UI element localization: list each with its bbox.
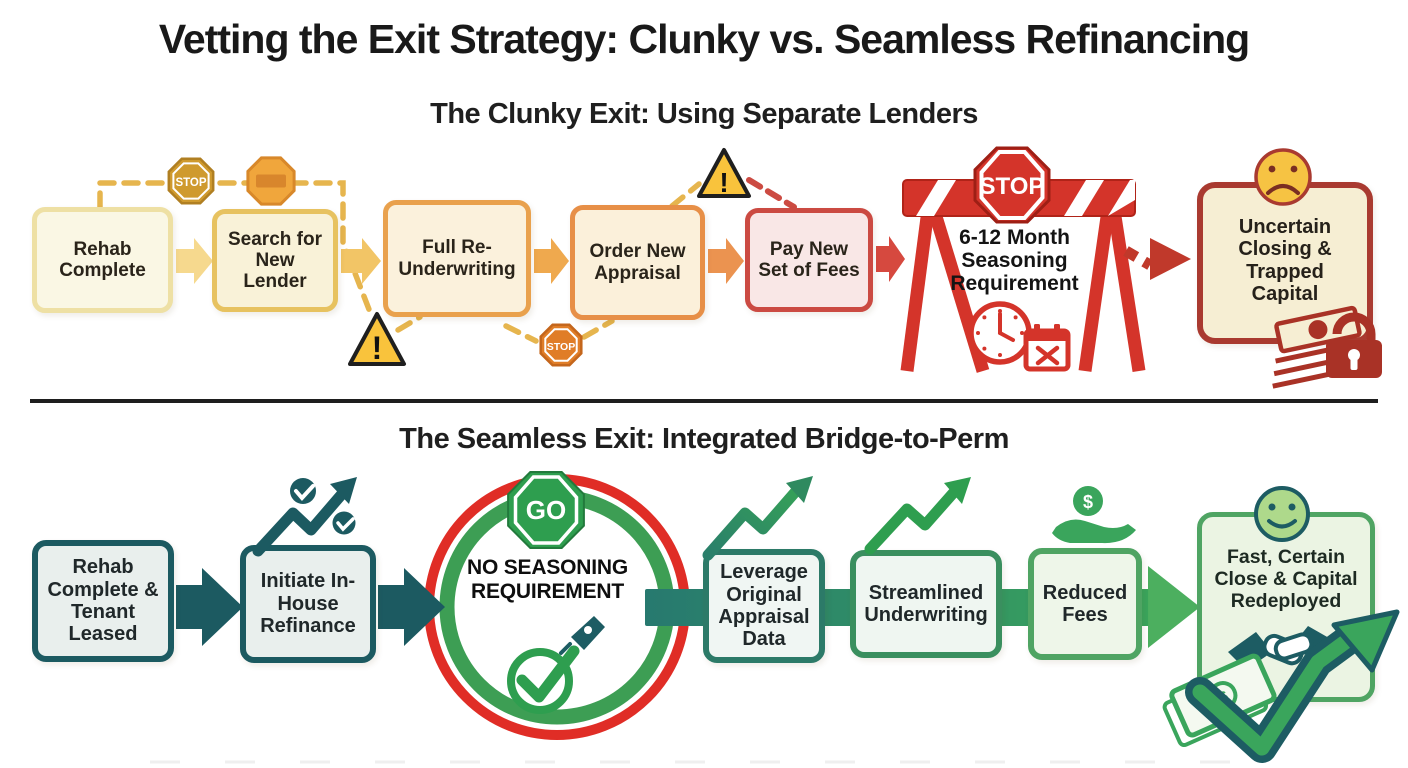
clunky-step-order-new-appraisal: Order New Appraisal — [570, 205, 705, 320]
clunky-dashed-red-segment — [746, 177, 797, 210]
clunky-section-title: The Clunky Exit: Using Separate Lenders — [430, 98, 978, 130]
warning-triangle-icon: ! — [348, 312, 406, 366]
page-title: Vetting the Exit Strategy: Clunky vs. Se… — [158, 16, 1250, 62]
clunky-step-pay-new-fees: Pay New Set of Fees — [745, 208, 873, 312]
no-seasoning-hub-label: NO SEASONING REQUIREMENT — [467, 556, 628, 603]
check-rocket-icon — [507, 616, 605, 714]
svg-text:$: $ — [1083, 492, 1093, 512]
no-entry-sign-icon — [246, 156, 296, 206]
clunky-step-rehab-complete: Rehab Complete — [32, 207, 173, 313]
svg-text:STOP: STOP — [980, 173, 1045, 200]
svg-text:!: ! — [372, 330, 383, 366]
seasoning-barrier-label: 6-12 Month Seasoning Requirement — [950, 226, 1079, 296]
clunky-outcome-box: Uncertain Closing & Trapped Capital — [1197, 182, 1373, 344]
seamless-outcome-box: Fast, Certain Close & Capital Redeployed — [1197, 512, 1375, 702]
section-divider — [30, 399, 1378, 403]
stop-sign-orange-icon: STOP — [539, 323, 583, 367]
seamless-step-rehab-tenant: Rehab Complete & Tenant Leased — [32, 540, 174, 662]
go-sign-icon: GO — [507, 471, 585, 549]
hand-dollar-icon: $ — [1052, 486, 1136, 544]
stop-sign-barrier-icon: STOP — [973, 146, 1051, 224]
svg-text:STOP: STOP — [175, 177, 206, 189]
seamless-section-title: The Seamless Exit: Integrated Bridge-to-… — [399, 423, 1009, 455]
clunky-step-search-new-lender: Search for New Lender — [212, 209, 338, 312]
growth-arrow-icon — [864, 477, 971, 555]
svg-text:STOP: STOP — [547, 341, 575, 353]
growth-arrow-checks-icon — [252, 477, 357, 557]
seamless-step-streamlined-underwriting: Streamlined Underwriting — [850, 550, 1002, 658]
clunky-step-full-re-underwriting: Full Re-Underwriting — [383, 200, 531, 317]
growth-arrow-icon — [702, 476, 813, 561]
svg-text:!: ! — [719, 167, 728, 198]
clock-calendar-icon — [968, 301, 1071, 372]
seamless-step-leverage-appraisal: Leverage Original Appraisal Data — [703, 549, 825, 663]
clunky-dashed-arrow — [1123, 238, 1191, 280]
warning-triangle-icon: ! — [697, 148, 751, 198]
seamless-step-reduced-fees: Reduced Fees — [1028, 548, 1142, 660]
seamless-step-initiate-refinance: Initiate In-House Refinance — [240, 545, 376, 663]
svg-text:GO: GO — [526, 495, 566, 525]
stop-sign-gold-icon: STOP — [167, 157, 215, 205]
